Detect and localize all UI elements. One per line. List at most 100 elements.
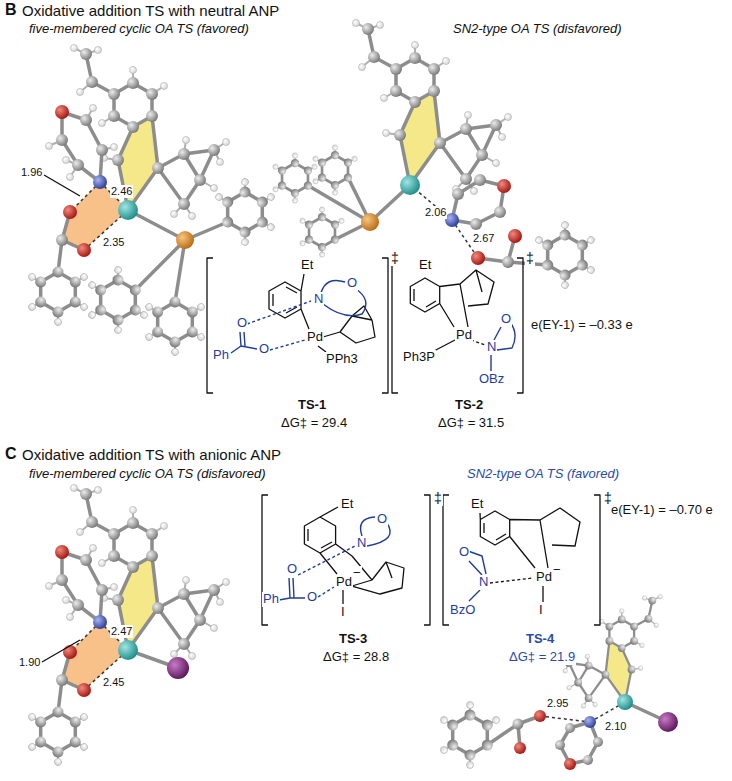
atom-label: O bbox=[376, 512, 388, 527]
atom-label: Pd bbox=[335, 575, 353, 590]
atom-label: N bbox=[313, 292, 324, 307]
fragment-copy bbox=[201, 170, 289, 255]
bond-distance: 2.95 bbox=[546, 697, 569, 710]
charge-sign: − bbox=[552, 563, 562, 578]
ts-subtitle: SN2-type OA TS (favored) bbox=[466, 467, 620, 482]
atom-sphere bbox=[494, 206, 506, 218]
atom-label: O bbox=[236, 316, 248, 331]
ts-name: TS-4 bbox=[525, 632, 555, 647]
ts-bracket bbox=[207, 258, 388, 393]
leader-line bbox=[44, 175, 80, 196]
ts-subtitle: SN2-type OA TS (disfavored) bbox=[452, 22, 623, 37]
ts2-structure bbox=[392, 258, 523, 393]
fragment-copy bbox=[131, 280, 219, 365]
leader-line bbox=[42, 640, 80, 662]
bond-line bbox=[247, 301, 311, 350]
atom-sphere bbox=[513, 719, 524, 730]
atom-label: PPh3 bbox=[325, 352, 359, 367]
atom-sphere bbox=[400, 175, 420, 195]
atom-label: O bbox=[346, 276, 358, 291]
ts1-structure bbox=[207, 258, 388, 393]
ts-subtitle: five-membered cyclic OA TS (favored) bbox=[28, 22, 250, 37]
ts-dagger: ‡ bbox=[525, 250, 535, 266]
ts-bracket bbox=[262, 495, 430, 625]
atom-sphere bbox=[502, 256, 514, 268]
ts-bracket bbox=[443, 495, 600, 625]
atom-label: Pd bbox=[306, 330, 324, 345]
atom-label: I bbox=[340, 605, 346, 620]
atom-sphere bbox=[452, 188, 464, 200]
atom-sphere bbox=[617, 694, 633, 710]
bond-distance: 2.67 bbox=[472, 232, 495, 245]
atom-sphere bbox=[555, 740, 565, 750]
atom-sphere bbox=[474, 174, 486, 186]
atom-sphere bbox=[176, 231, 194, 249]
panel-letter: B bbox=[4, 1, 18, 19]
fragment-copy bbox=[521, 213, 609, 298]
atom-sphere bbox=[508, 229, 522, 243]
ts4-structure bbox=[443, 495, 600, 625]
ts-dagger: ‡ bbox=[433, 490, 443, 506]
atom-label: Ph bbox=[262, 592, 280, 607]
atom-label: O bbox=[458, 545, 470, 560]
bond-line bbox=[128, 210, 228, 302]
bond-line bbox=[480, 508, 580, 602]
barrier-value: ΔG‡ = 21.9 bbox=[508, 650, 576, 665]
atom-label: Pd bbox=[535, 570, 553, 585]
bond-distance: 2.45 bbox=[102, 676, 125, 689]
atom-sphere bbox=[584, 716, 596, 728]
ts-bracket bbox=[392, 258, 523, 393]
bond-line bbox=[231, 280, 366, 353]
ts3-structure bbox=[262, 495, 430, 625]
atom-label: Pd bbox=[455, 328, 473, 343]
atom-sphere bbox=[564, 758, 576, 770]
barrier-value: ΔG‡ = 29.4 bbox=[280, 416, 348, 431]
ts3-model bbox=[14, 485, 229, 775]
atom-sphere bbox=[593, 737, 603, 747]
atom-label: Et bbox=[340, 497, 354, 512]
bond-distance: 2.46 bbox=[110, 185, 133, 198]
atom-label: OBz bbox=[478, 372, 505, 387]
bond-line bbox=[269, 274, 375, 352]
fragment-copy bbox=[74, 258, 162, 343]
atom-label: Ph3P bbox=[402, 350, 436, 365]
atom-sphere bbox=[471, 251, 485, 265]
atom-sphere bbox=[565, 723, 575, 733]
panel-letter: C bbox=[4, 445, 18, 463]
ts-name: TS-2 bbox=[454, 398, 484, 413]
fragment-copy bbox=[441, 702, 500, 769]
atom-label: N bbox=[478, 575, 489, 590]
barrier-value: ΔG‡ = 31.5 bbox=[437, 416, 505, 431]
bond-distance: 2.10 bbox=[604, 720, 627, 733]
fragment-copy bbox=[300, 207, 344, 257]
bond-line bbox=[410, 185, 478, 258]
bond-distance: 2.06 bbox=[424, 206, 447, 219]
charge-value: e(EY-1) = –0.70 e bbox=[610, 503, 714, 518]
atom-sphere bbox=[534, 710, 546, 722]
ts-name: TS-3 bbox=[338, 632, 368, 647]
atom-label: BzO bbox=[449, 603, 476, 618]
atom-sphere bbox=[167, 657, 189, 679]
bond-distance: 2.35 bbox=[102, 236, 125, 249]
atom-sphere bbox=[470, 218, 482, 230]
atom-sphere bbox=[497, 179, 511, 193]
charge-value: e(EY-1) = –0.33 e bbox=[530, 318, 634, 333]
ts-name: TS-1 bbox=[297, 398, 327, 413]
atom-label: Ph bbox=[212, 348, 230, 363]
bond-distance: 1.90 bbox=[18, 656, 41, 669]
fragment-copy bbox=[14, 45, 229, 335]
ts-subtitle: five-membered cyclic OA TS (disfavored) bbox=[28, 467, 266, 482]
atom-label: N bbox=[356, 536, 367, 551]
bond-line bbox=[410, 270, 494, 352]
atom-label: O bbox=[286, 562, 298, 577]
atom-label: O bbox=[500, 312, 512, 327]
ts2-model bbox=[273, 20, 609, 298]
bond-line bbox=[471, 340, 485, 345]
bond-distance: 2.47 bbox=[110, 625, 133, 638]
fragment-copy bbox=[313, 145, 357, 195]
atom-label: Et bbox=[300, 258, 314, 273]
panel-heading: Oxidative addition TS with neutral ANP bbox=[21, 2, 280, 19]
charge-sign: − bbox=[352, 566, 362, 581]
bond-line bbox=[304, 507, 404, 604]
panel-heading: Oxidative addition TS with anionic ANP bbox=[21, 446, 282, 463]
